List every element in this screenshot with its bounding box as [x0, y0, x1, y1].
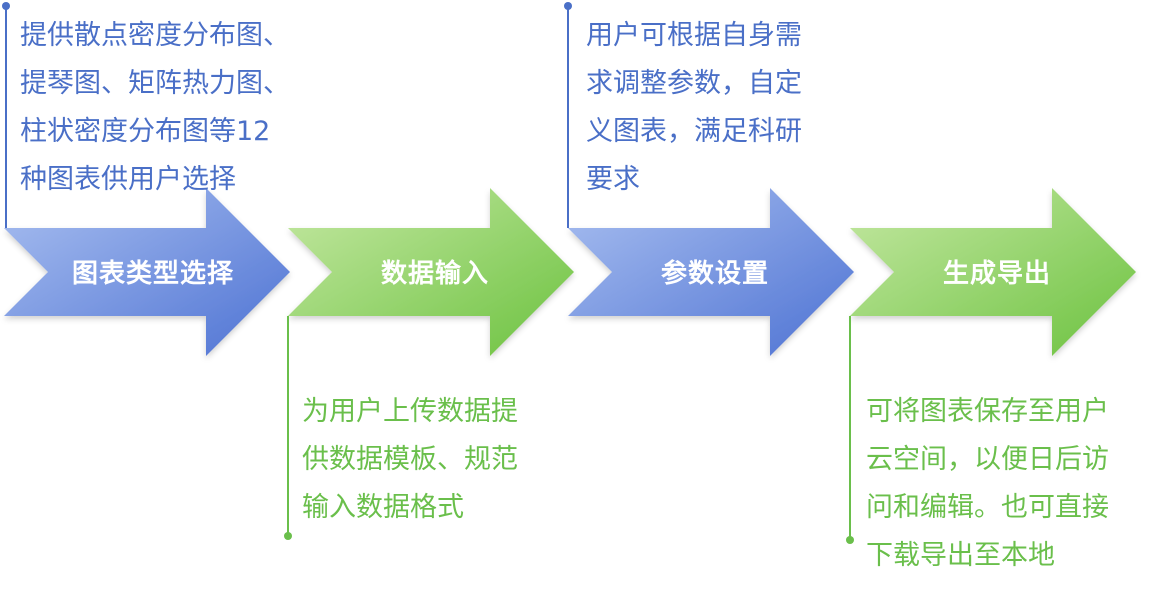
- step-3-description: 用户可根据自身需 求调整参数，自定 义图表，满足科研 要求: [586, 20, 802, 195]
- step-3-title: 参数设置: [660, 259, 769, 289]
- step-2-title: 数据输入: [380, 259, 489, 289]
- step-2-arrow: [288, 188, 574, 356]
- step-1-title: 图表类型选择: [71, 259, 234, 289]
- step-1-connector: [2, 2, 10, 228]
- step-3-connector: [564, 2, 572, 228]
- step-4-title: 生成导出: [942, 259, 1051, 289]
- step-1-description: 提供散点密度分布图、 提琴图、矩阵热力图、 柱状密度分布图等12 种图表供用户选…: [20, 20, 290, 195]
- step-1-arrow: [4, 188, 290, 356]
- step-4-description: 可将图表保存至用户 云空间，以便日后访 问和编辑。也可直接 下载导出至本地: [866, 396, 1109, 571]
- step-3-arrow: [568, 188, 854, 356]
- step-4-connector: [846, 316, 854, 544]
- step-2-description: 为用户上传数据提 供数据模板、规范 输入数据格式: [302, 396, 518, 523]
- step-4-arrow: [850, 188, 1136, 356]
- step-2-connector: [284, 316, 292, 540]
